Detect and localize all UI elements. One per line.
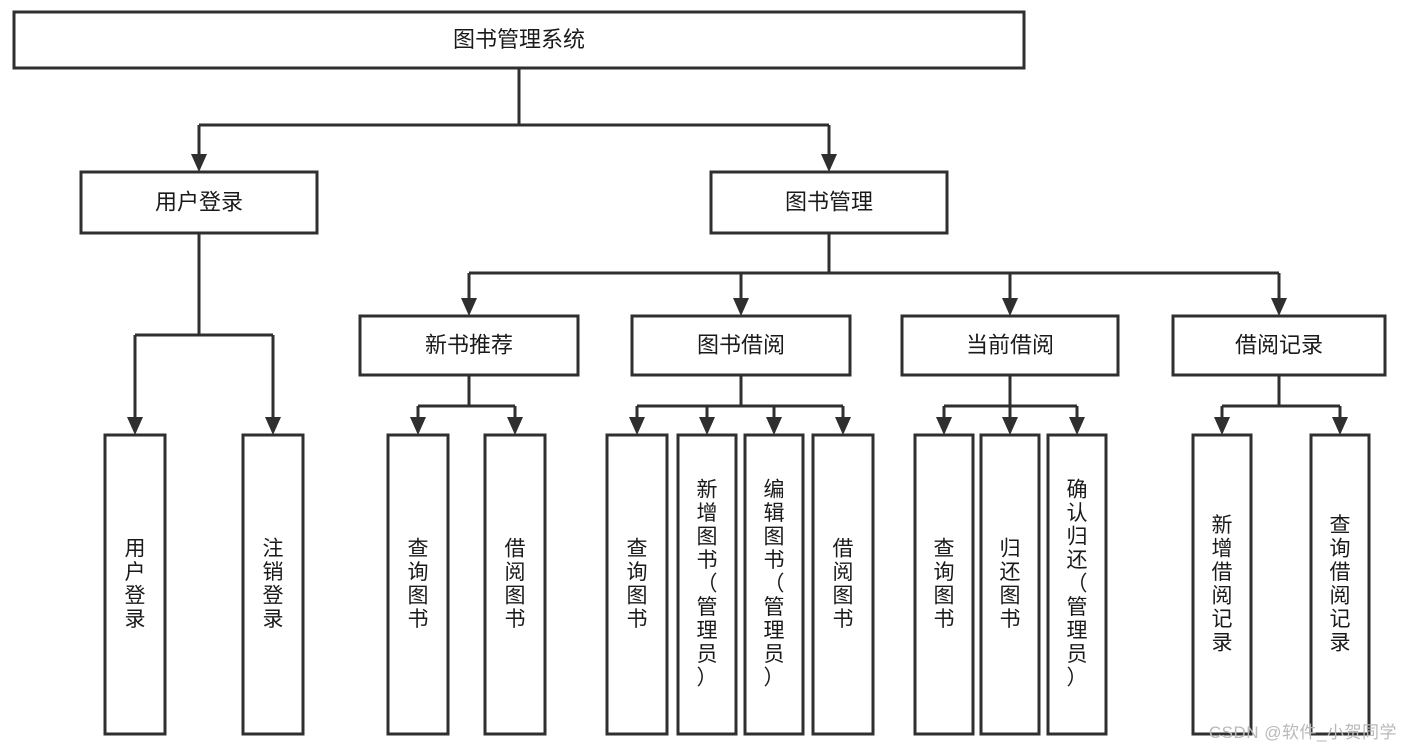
node-l3-用户登录-label: 用户登录 [125, 537, 146, 631]
node-l3-用户登录-box[interactable] [103, 433, 167, 736]
node-leaf-编辑图书管理员[interactable]: 编辑图书（管理员） [743, 433, 805, 736]
node-l3-图书借阅-box[interactable] [630, 314, 852, 377]
node-l3-图书借阅-label: 图书借阅 [697, 332, 785, 357]
node-leaf-查询图书[interactable]: 查询图书 [605, 433, 669, 736]
node-l3-当前借阅-box[interactable] [900, 314, 1120, 377]
node-leaf-归还图书-label: 归还图书 [1000, 537, 1021, 631]
node-leaf-查询图书[interactable]: 查询图书 [386, 433, 450, 736]
node-leaf-查询图书-label: 查询图书 [627, 537, 648, 631]
node-layer: 图书管理系统用户登录用户登录注销登录图书管理新书推荐查询图书借阅图书图书借阅查询… [12, 10, 1387, 736]
node-leaf-借阅图书-label: 借阅图书 [505, 537, 526, 631]
node-l3-注销登录[interactable]: 注销登录 [241, 433, 305, 736]
node-l2-图书管理-box[interactable] [709, 170, 949, 235]
node-l3-新书推荐[interactable]: 新书推荐 [358, 314, 580, 377]
node-l2-图书管理-label: 图书管理 [785, 189, 873, 214]
node-l2-用户登录[interactable]: 用户登录 [79, 170, 319, 235]
node-l3-借阅记录[interactable]: 借阅记录 [1171, 314, 1387, 377]
node-leaf-新增借阅记录-box[interactable] [1191, 433, 1253, 736]
node-l3-注销登录-box[interactable] [241, 433, 305, 736]
node-leaf-编辑图书管理员-box[interactable] [743, 433, 805, 736]
node-leaf-确认归还管理员-label: 确认归还（管理员） [1067, 478, 1088, 689]
node-leaf-借阅图书[interactable]: 借阅图书 [483, 433, 547, 736]
node-leaf-借阅图书-box[interactable] [483, 433, 547, 736]
node-l3-当前借阅-label: 当前借阅 [966, 332, 1054, 357]
node-leaf-编辑图书管理员-label: 编辑图书（管理员） [764, 478, 785, 689]
node-l3-注销登录-label: 注销登录 [263, 537, 284, 631]
connector-layer [127, 68, 1348, 435]
node-leaf-借阅图书-label: 借阅图书 [833, 537, 854, 631]
node-l2-用户登录-label: 用户登录 [155, 189, 243, 214]
node-leaf-查询图书[interactable]: 查询图书 [913, 433, 975, 736]
node-leaf-查询图书-box[interactable] [605, 433, 669, 736]
node-l3-新书推荐-label: 新书推荐 [425, 332, 513, 357]
node-leaf-新增借阅记录[interactable]: 新增借阅记录 [1191, 433, 1253, 736]
node-root-图书管理系统[interactable]: 图书管理系统 [12, 10, 1026, 70]
node-root-图书管理系统-box[interactable] [12, 10, 1026, 70]
node-l3-借阅记录-label: 借阅记录 [1235, 332, 1323, 357]
node-leaf-确认归还管理员[interactable]: 确认归还（管理员） [1046, 433, 1108, 736]
node-leaf-借阅图书-box[interactable] [811, 433, 875, 736]
node-leaf-新增图书管理员-label: 新增图书（管理员） [697, 478, 718, 689]
node-leaf-新增图书管理员[interactable]: 新增图书（管理员） [676, 433, 738, 736]
node-leaf-查询图书-label: 查询图书 [934, 537, 955, 631]
node-root-图书管理系统-label: 图书管理系统 [453, 27, 585, 52]
node-leaf-归还图书-box[interactable] [979, 433, 1041, 736]
node-leaf-借阅图书[interactable]: 借阅图书 [811, 433, 875, 736]
node-leaf-查询图书-box[interactable] [386, 433, 450, 736]
node-leaf-查询借阅记录[interactable]: 查询借阅记录 [1309, 433, 1371, 736]
node-leaf-查询图书-label: 查询图书 [408, 537, 429, 631]
node-l3-图书借阅[interactable]: 图书借阅 [630, 314, 852, 377]
node-l3-借阅记录-box[interactable] [1171, 314, 1387, 377]
node-l3-当前借阅[interactable]: 当前借阅 [900, 314, 1120, 377]
node-l2-用户登录-box[interactable] [79, 170, 319, 235]
node-leaf-新增图书管理员-box[interactable] [676, 433, 738, 736]
node-leaf-归还图书[interactable]: 归还图书 [979, 433, 1041, 736]
node-leaf-新增借阅记录-label: 新增借阅记录 [1212, 513, 1233, 654]
node-leaf-查询借阅记录-label: 查询借阅记录 [1330, 513, 1351, 654]
node-l3-用户登录[interactable]: 用户登录 [103, 433, 167, 736]
node-l3-新书推荐-box[interactable] [358, 314, 580, 377]
node-leaf-查询图书-box[interactable] [913, 433, 975, 736]
node-leaf-查询借阅记录-box[interactable] [1309, 433, 1371, 736]
node-leaf-确认归还管理员-box[interactable] [1046, 433, 1108, 736]
node-l2-图书管理[interactable]: 图书管理 [709, 170, 949, 235]
